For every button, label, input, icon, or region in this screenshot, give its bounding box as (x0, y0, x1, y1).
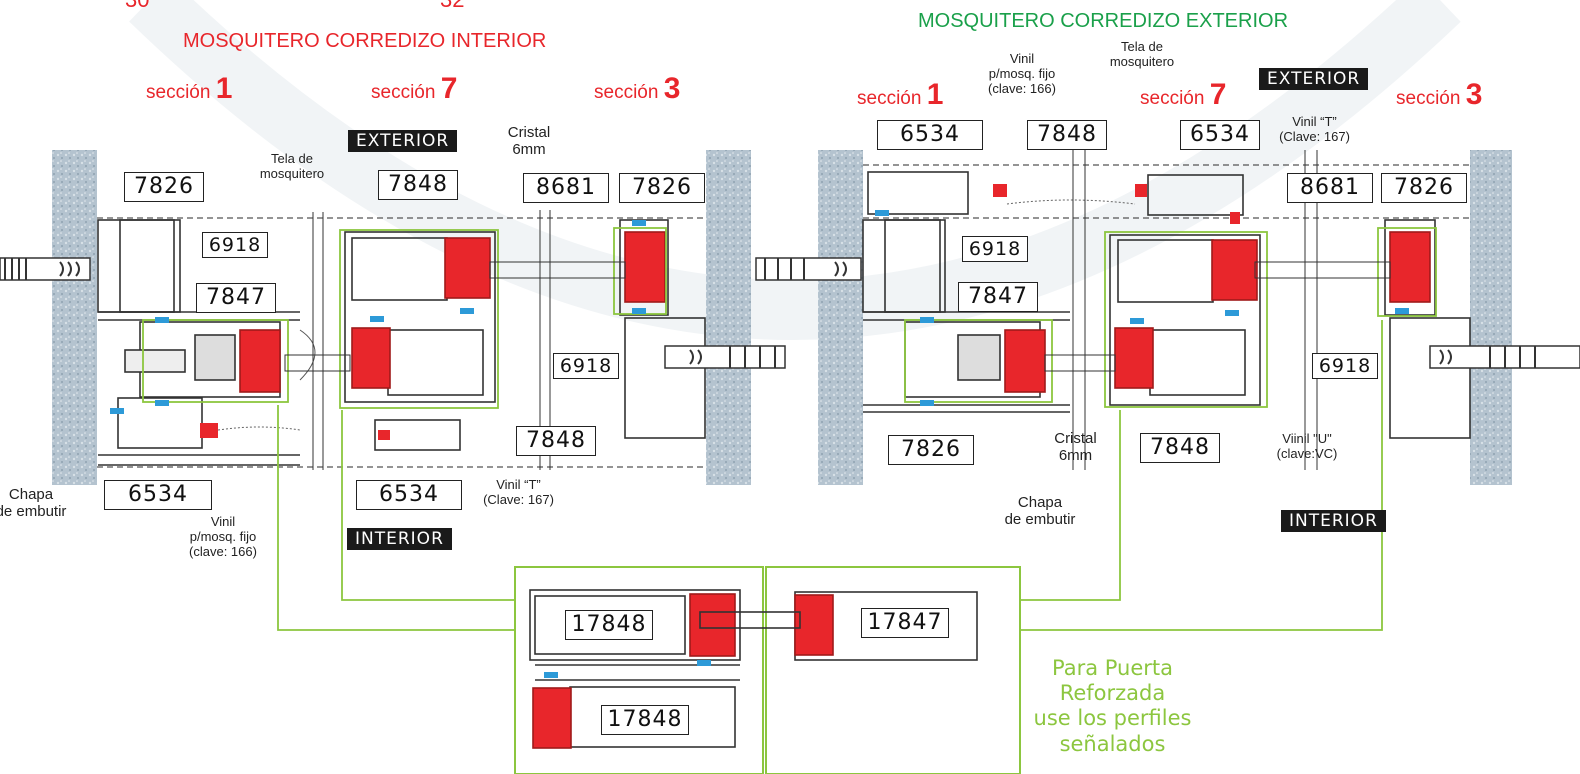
right-note-cristal: Cristal 6mm (1054, 430, 1097, 465)
right-diagram-left-wall (818, 150, 863, 485)
part-8681-left: 8681 (523, 173, 609, 203)
part-7848-right-bottom: 7848 (1140, 433, 1220, 463)
part-6918-left-right: 6918 (553, 353, 619, 379)
right-note-chapa: Chapa de embutir (1004, 494, 1076, 529)
right-note-vinil-fijo: Vinil p/mosq. fijo (clave: 166) (988, 51, 1056, 96)
r-section7-frame (1109, 234, 1261, 406)
left-note-tela: Tela de mosquitero (259, 151, 325, 181)
part-7848-left-top: 7848 (378, 170, 458, 200)
right-note-vinil-t: Vinil “T” (Clave: 167) (1279, 114, 1350, 144)
part-6534-right-b: 6534 (1180, 120, 1260, 150)
part-6534-right-a: 6534 (877, 120, 983, 150)
right-note-tela: Tela de mosquitero (1109, 39, 1175, 69)
part-7847-right: 7847 (958, 282, 1038, 312)
left-note-cristal: Cristal 6mm (507, 124, 551, 159)
left-section-7: sección 7 (371, 72, 458, 105)
wall-anchor-right-2 (1429, 345, 1580, 369)
part-17848-bottom: 17848 (601, 705, 689, 735)
right-section-3: sección 3 (1396, 78, 1483, 111)
part-6534-left-center: 6534 (356, 480, 462, 510)
r-section3-frame (1384, 219, 1471, 439)
part-7847-left: 7847 (196, 283, 276, 313)
part-7826-left-right: 7826 (619, 173, 705, 203)
section1-frame (97, 219, 300, 466)
right-section-7: sección 7 (1140, 78, 1227, 111)
wall-anchor-right (664, 345, 786, 369)
part-7826-left-top: 7826 (124, 172, 204, 202)
part-6534-left-bottom: 6534 (104, 480, 212, 510)
page-number-left: 30 (125, 0, 149, 12)
right-exterior-tag: EXTERIOR (1259, 68, 1369, 90)
left-wall (52, 150, 97, 485)
left-note-vinil-fijo: Vinil p/mosq. fijo (clave: 166) (189, 514, 257, 559)
part-7826-right-bottom: 7826 (888, 435, 974, 465)
part-17848-top: 17848 (565, 610, 653, 640)
right-title: MOSQUITERO CORREDIZO EXTERIOR (918, 10, 1289, 32)
part-7848-right-top: 7848 (1027, 120, 1107, 150)
part-7848-left-bottom: 7848 (516, 426, 596, 456)
left-note-vinil-t: Vinil “T” (Clave: 167) (483, 477, 554, 507)
section7-frame (344, 231, 496, 451)
right-section-1: sección 1 (857, 78, 944, 111)
reinforced-note: Para Puerta Reforzada use los perfiles s… (1033, 656, 1192, 756)
part-17847: 17847 (861, 608, 949, 638)
r-section1-frame (862, 171, 1244, 413)
part-6918-left: 6918 (202, 232, 268, 258)
left-exterior-tag: EXTERIOR (348, 130, 458, 152)
part-7826-right-right: 7826 (1381, 173, 1467, 203)
left-title: MOSQUITERO CORREDIZO INTERIOR (183, 30, 547, 52)
left-note-chapa: Chapa de embutir (0, 486, 67, 521)
reinforced-detail (514, 566, 1021, 774)
page-number-right: 32 (440, 0, 464, 12)
right-diagram (755, 150, 1580, 631)
watermark-arc (129, 0, 1461, 340)
part-6918-right: 6918 (962, 236, 1028, 262)
part-6918-right-right: 6918 (1312, 353, 1378, 379)
right-note-vinil-u: Viinil "U" (clave:VC) (1276, 431, 1338, 461)
wall-anchor-left (0, 257, 91, 281)
part-8681-right: 8681 (1287, 173, 1373, 203)
left-interior-tag: INTERIOR (347, 528, 452, 550)
section3-frame (619, 219, 706, 439)
left-section-3: sección 3 (594, 72, 681, 105)
right-diagram-right-wall (1470, 150, 1512, 485)
right-interior-tag: INTERIOR (1281, 510, 1386, 532)
right-wall (706, 150, 751, 485)
left-diagram (0, 150, 786, 631)
wall-anchor-left-2 (755, 257, 862, 281)
left-section-1: sección 1 (146, 72, 233, 105)
